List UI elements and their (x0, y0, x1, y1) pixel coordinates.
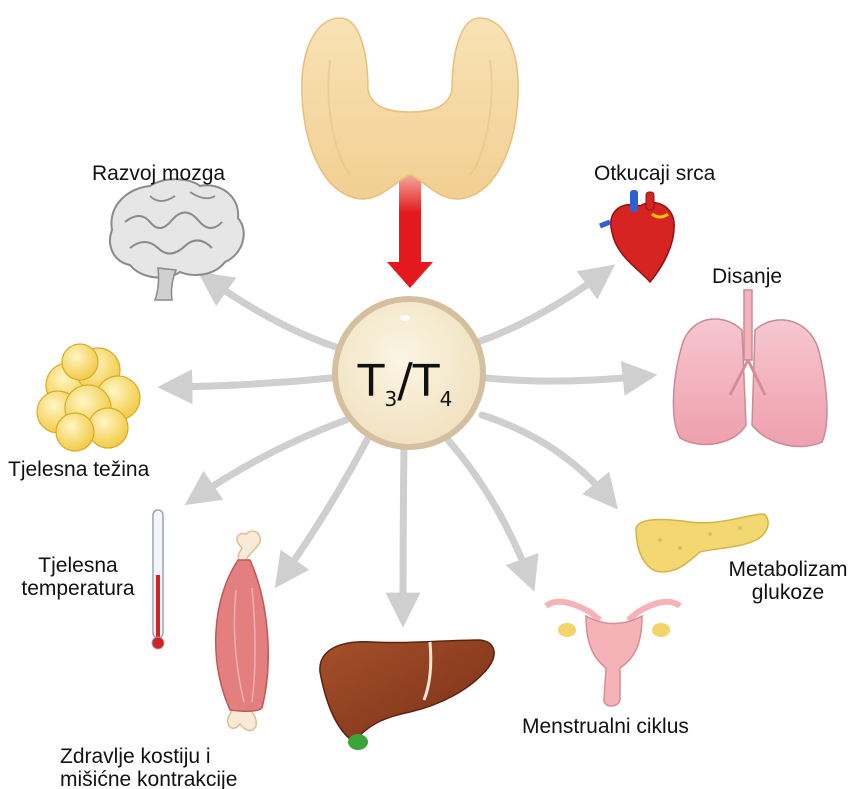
muscle-bone-icon (216, 531, 269, 730)
arrow-to-brain (208, 279, 345, 350)
t3-subscript: 3 (385, 387, 398, 411)
lungs-icon (673, 290, 827, 447)
label-brain: Razvoj mozga (92, 162, 225, 185)
arrow-to-thermometer (195, 420, 346, 498)
hub-label: T3/T4 (340, 345, 470, 415)
label-temperature: Tjelesna temperatura (8, 554, 148, 600)
t4-letter: T (413, 356, 440, 407)
arrow-to-lungs (486, 376, 645, 381)
arrow-to-liver (403, 445, 404, 615)
arrow-to-fat (170, 378, 332, 387)
label-temperature-line1: Tjelesna (8, 554, 148, 577)
t4-subscript: 4 (440, 387, 453, 411)
label-glucose-line2: glukoze (718, 581, 858, 604)
uterus-icon (546, 602, 680, 706)
thermometer-icon (152, 510, 164, 649)
arrow-to-heart (478, 272, 605, 342)
thyroid-gland-icon (302, 18, 518, 199)
arrow-to-uterus (448, 440, 530, 580)
arrow-to-muscle (282, 438, 368, 578)
brain-icon (110, 179, 244, 300)
heart-icon (600, 190, 674, 282)
hub-slash: / (397, 353, 413, 407)
label-lungs: Disanje (712, 265, 782, 288)
label-glucose-line1: Metabolizam (718, 558, 858, 581)
label-menstrual: Menstrualni ciklus (522, 715, 689, 738)
label-bones: Zdravlje kostiju i mišićne kontrakcije (60, 745, 237, 789)
label-bones-line2: mišićne kontrakcije (60, 768, 237, 789)
arrow-to-pancreas (482, 415, 610, 500)
t3-letter: T (358, 356, 385, 407)
label-temperature-line2: temperatura (8, 577, 148, 600)
liver-icon (320, 640, 494, 750)
label-bones-line1: Zdravlje kostiju i (60, 745, 237, 768)
fat-cells-icon (37, 344, 140, 451)
label-weight: Tjelesna težina (8, 458, 149, 481)
label-glucose: Metabolizam glukoze (718, 558, 858, 604)
label-heart: Otkucaji srca (594, 162, 715, 185)
